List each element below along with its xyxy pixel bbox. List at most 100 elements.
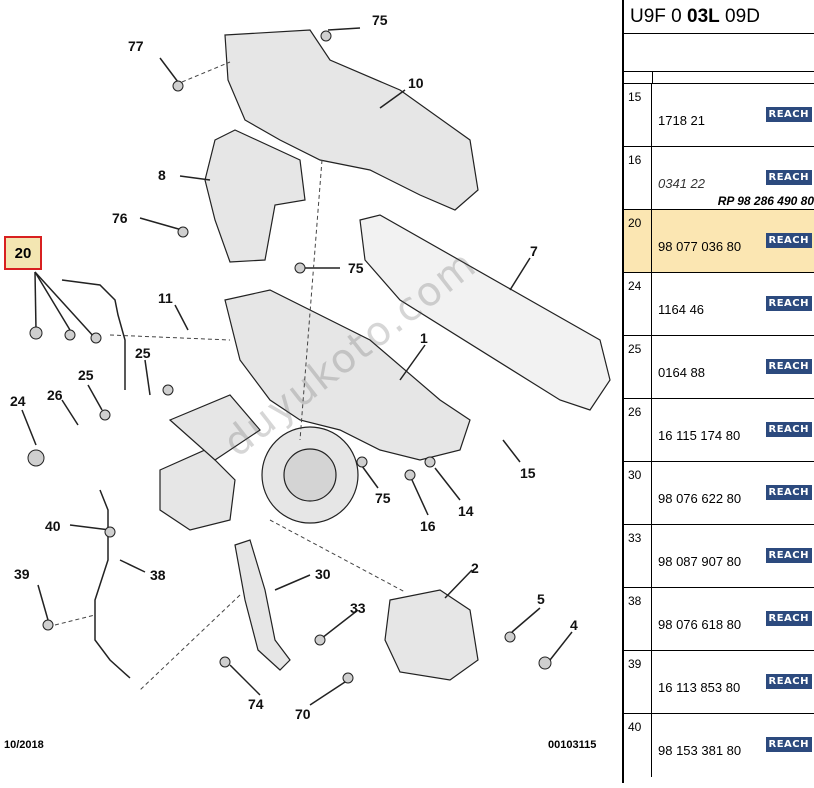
actuator [159, 449, 236, 531]
row-ref: 33 [624, 525, 652, 587]
callout-39[interactable]: 39 [14, 566, 30, 582]
nut [424, 456, 436, 468]
nut [177, 226, 189, 238]
callout-70[interactable]: 70 [295, 706, 311, 722]
callout-25[interactable]: 25 [135, 345, 151, 361]
leader-line [274, 574, 311, 591]
assembly-line [109, 334, 231, 341]
assembly-line [269, 519, 406, 593]
leader-line [144, 359, 151, 396]
part-row-24[interactable]: 24 1164 46 REACH [624, 273, 814, 336]
callout-8[interactable]: 8 [158, 167, 166, 183]
support-bracket [384, 589, 479, 681]
leader-line [34, 271, 37, 331]
callout-76[interactable]: 76 [112, 210, 128, 226]
callout-10[interactable]: 10 [408, 75, 424, 91]
row-ref: 15 [624, 84, 652, 146]
callout-75[interactable]: 75 [372, 12, 388, 28]
parts-list-panel: U9F 0 03L 09D 15 1718 21 REACH 16 0341 2… [622, 0, 814, 783]
row-ref: 25 [624, 336, 652, 398]
callout-7[interactable]: 7 [530, 243, 538, 259]
turbo-outlet [283, 448, 337, 502]
callout-75[interactable]: 75 [348, 260, 364, 276]
part-row-33[interactable]: 33 98 087 907 80 REACH [624, 525, 814, 588]
bolt [219, 656, 231, 668]
callout-25[interactable]: 25 [78, 367, 94, 383]
callout-38[interactable]: 38 [150, 567, 166, 583]
callout-77[interactable]: 77 [128, 38, 144, 54]
washer [104, 526, 116, 538]
panel-blank-row [624, 34, 814, 72]
row-ref: 20 [624, 210, 652, 272]
callout-24[interactable]: 24 [10, 393, 26, 409]
row-part-number: 98 076 622 80 [658, 491, 742, 506]
row-ref: 26 [624, 399, 652, 461]
callout-4[interactable]: 4 [570, 617, 578, 633]
part-row-38[interactable]: 38 98 076 618 80 REACH [624, 588, 814, 651]
part-row-30[interactable]: 30 98 076 622 80 REACH [624, 462, 814, 525]
callout-2[interactable]: 2 [471, 560, 479, 576]
callout-40[interactable]: 40 [45, 518, 61, 534]
nut [356, 456, 368, 468]
part-row-25[interactable]: 25 0164 88 REACH [624, 336, 814, 399]
bolt [27, 449, 45, 467]
callout-26[interactable]: 26 [47, 387, 63, 403]
reach-badge: REACH [765, 611, 812, 626]
callout-75[interactable]: 75 [375, 490, 391, 506]
callout-11[interactable]: 11 [158, 290, 173, 306]
highlighted-callout-20[interactable]: 20 [4, 236, 42, 270]
row-ref: 30 [624, 462, 652, 524]
footer-code: 00103115 [548, 739, 597, 751]
banjo-bolt [29, 326, 43, 340]
nut [404, 469, 416, 481]
leader-line [411, 479, 429, 516]
leader-line [139, 217, 183, 231]
callout-74[interactable]: 74 [248, 696, 264, 712]
model-code-bold: 03L [687, 6, 720, 27]
washer [99, 409, 111, 421]
panel-column-header [624, 72, 814, 84]
part-row-40[interactable]: 40 98 153 381 80 REACH [624, 714, 814, 777]
leader-line [119, 559, 146, 573]
part-row-16[interactable]: 16 0341 22 REACH RP 98 286 490 80 [624, 147, 814, 210]
footer-date: 10/2018 [4, 739, 44, 751]
reach-badge: REACH [765, 359, 812, 374]
callout-30[interactable]: 30 [315, 566, 331, 582]
reach-badge: REACH [765, 170, 812, 185]
row-part-number: 98 076 618 80 [658, 617, 742, 632]
leader-line [34, 271, 71, 331]
part-row-26[interactable]: 26 16 115 174 80 REACH [624, 399, 814, 462]
part-row-39[interactable]: 39 16 113 853 80 REACH [624, 651, 814, 714]
reach-badge: REACH [765, 548, 812, 563]
leader-line [511, 607, 541, 633]
assembly-line [139, 594, 241, 691]
row-part-number: 16 115 174 80 [658, 428, 741, 443]
washer [64, 329, 76, 341]
callout-14[interactable]: 14 [458, 503, 474, 519]
exhaust-manifold [224, 289, 471, 461]
leader-line [87, 384, 103, 411]
model-code: U9F 0 03L 09D [624, 0, 814, 34]
leader-line [69, 524, 111, 531]
leader-line [502, 439, 521, 463]
row-part-number: 0164 88 [658, 365, 705, 380]
part-row-15[interactable]: 15 1718 21 REACH [624, 84, 814, 147]
leader-line [549, 631, 573, 661]
part-row-20[interactable]: 20 98 077 036 80 REACH [624, 210, 814, 273]
nut [294, 262, 306, 274]
callout-33[interactable]: 33 [350, 600, 366, 616]
bolt [42, 619, 54, 631]
callout-16[interactable]: 16 [420, 518, 436, 534]
washer [162, 384, 174, 396]
leader-line [327, 27, 361, 31]
callout-1[interactable]: 1 [420, 330, 428, 346]
washer [314, 634, 326, 646]
assembly-line [54, 614, 96, 626]
callout-15[interactable]: 15 [520, 465, 536, 481]
reach-badge: REACH [765, 485, 812, 500]
reach-badge: REACH [765, 674, 812, 689]
callout-5[interactable]: 5 [537, 591, 545, 607]
reach-badge: REACH [765, 296, 812, 311]
parts-diagram: duyukoto.com 20 77 75 10 8 76 75 7 11 1 … [4, 12, 611, 751]
leader-line [34, 271, 96, 339]
